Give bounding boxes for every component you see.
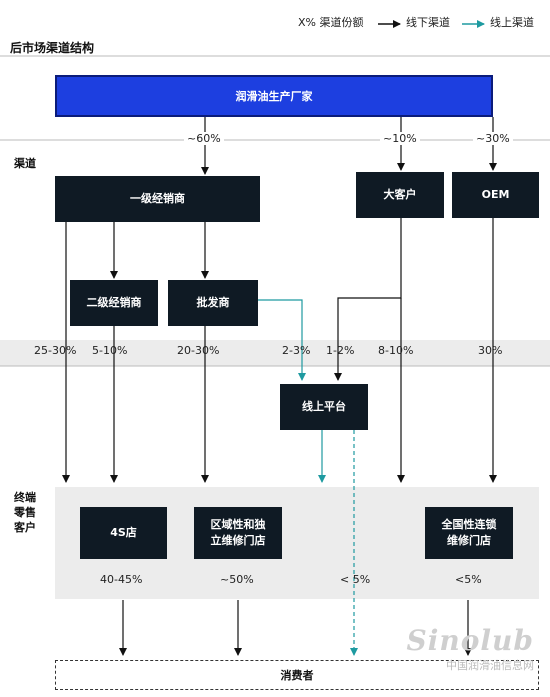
node-tier2-distributor: 二级经销商 (70, 280, 158, 326)
share-oem: ~30% (473, 132, 513, 145)
node-tier1-distributor: 一级经销商 (55, 176, 260, 222)
share-big-client: ~10% (380, 132, 420, 145)
legend-online: 线上渠道 (490, 16, 534, 29)
legend-share: X% 渠道份额 (298, 16, 364, 29)
node-regional-shop: 区域性和独 立维修门店 (194, 507, 282, 559)
legend-offline: 线下渠道 (406, 16, 450, 29)
node-oem: OEM (452, 172, 539, 218)
mid-share-band (0, 340, 550, 366)
manufacturer-box: 润滑油生产厂家 (55, 75, 493, 117)
side-label-end-customer: 终端 零售 客户 (14, 491, 36, 534)
node-wholesaler: 批发商 (168, 280, 258, 326)
arrow-wholesaler-online (258, 299, 306, 381)
watermark-logo: Sinolub (406, 624, 534, 657)
mid-share-2: 5-10% (92, 344, 128, 357)
bottom-share-4s: 40-45% (100, 573, 143, 586)
mid-share-1: 25-30% (34, 344, 77, 357)
mid-share-7: 30% (478, 344, 503, 357)
page-title: 后市场渠道结构 (10, 41, 95, 55)
bottom-share-online: < 5% (340, 573, 371, 586)
arrow-bigclient-online (334, 218, 402, 381)
node-national-chain: 全国性连锁 维修门店 (425, 507, 513, 559)
node-4s-shop: 4S店 (80, 507, 167, 559)
mid-share-3: 20-30% (177, 344, 220, 357)
bottom-share-national: <5% (455, 573, 482, 586)
bottom-share-regional: ~50% (220, 573, 254, 586)
mid-share-4: 2-3% (282, 344, 311, 357)
watermark: Sinolub 中国润滑油信息网 (407, 624, 534, 673)
node-online-platform: 线上平台 (280, 384, 368, 430)
mid-share-6: 8-10% (378, 344, 414, 357)
share-distributor: ~60% (184, 132, 224, 145)
mid-share-5: 1-2% (326, 344, 355, 357)
watermark-text: 中国润滑油信息网 (446, 659, 534, 672)
node-big-client: 大客户 (356, 172, 444, 218)
node-consumer: 消费者 (55, 660, 539, 690)
side-label-channel: 渠道 (14, 157, 36, 170)
